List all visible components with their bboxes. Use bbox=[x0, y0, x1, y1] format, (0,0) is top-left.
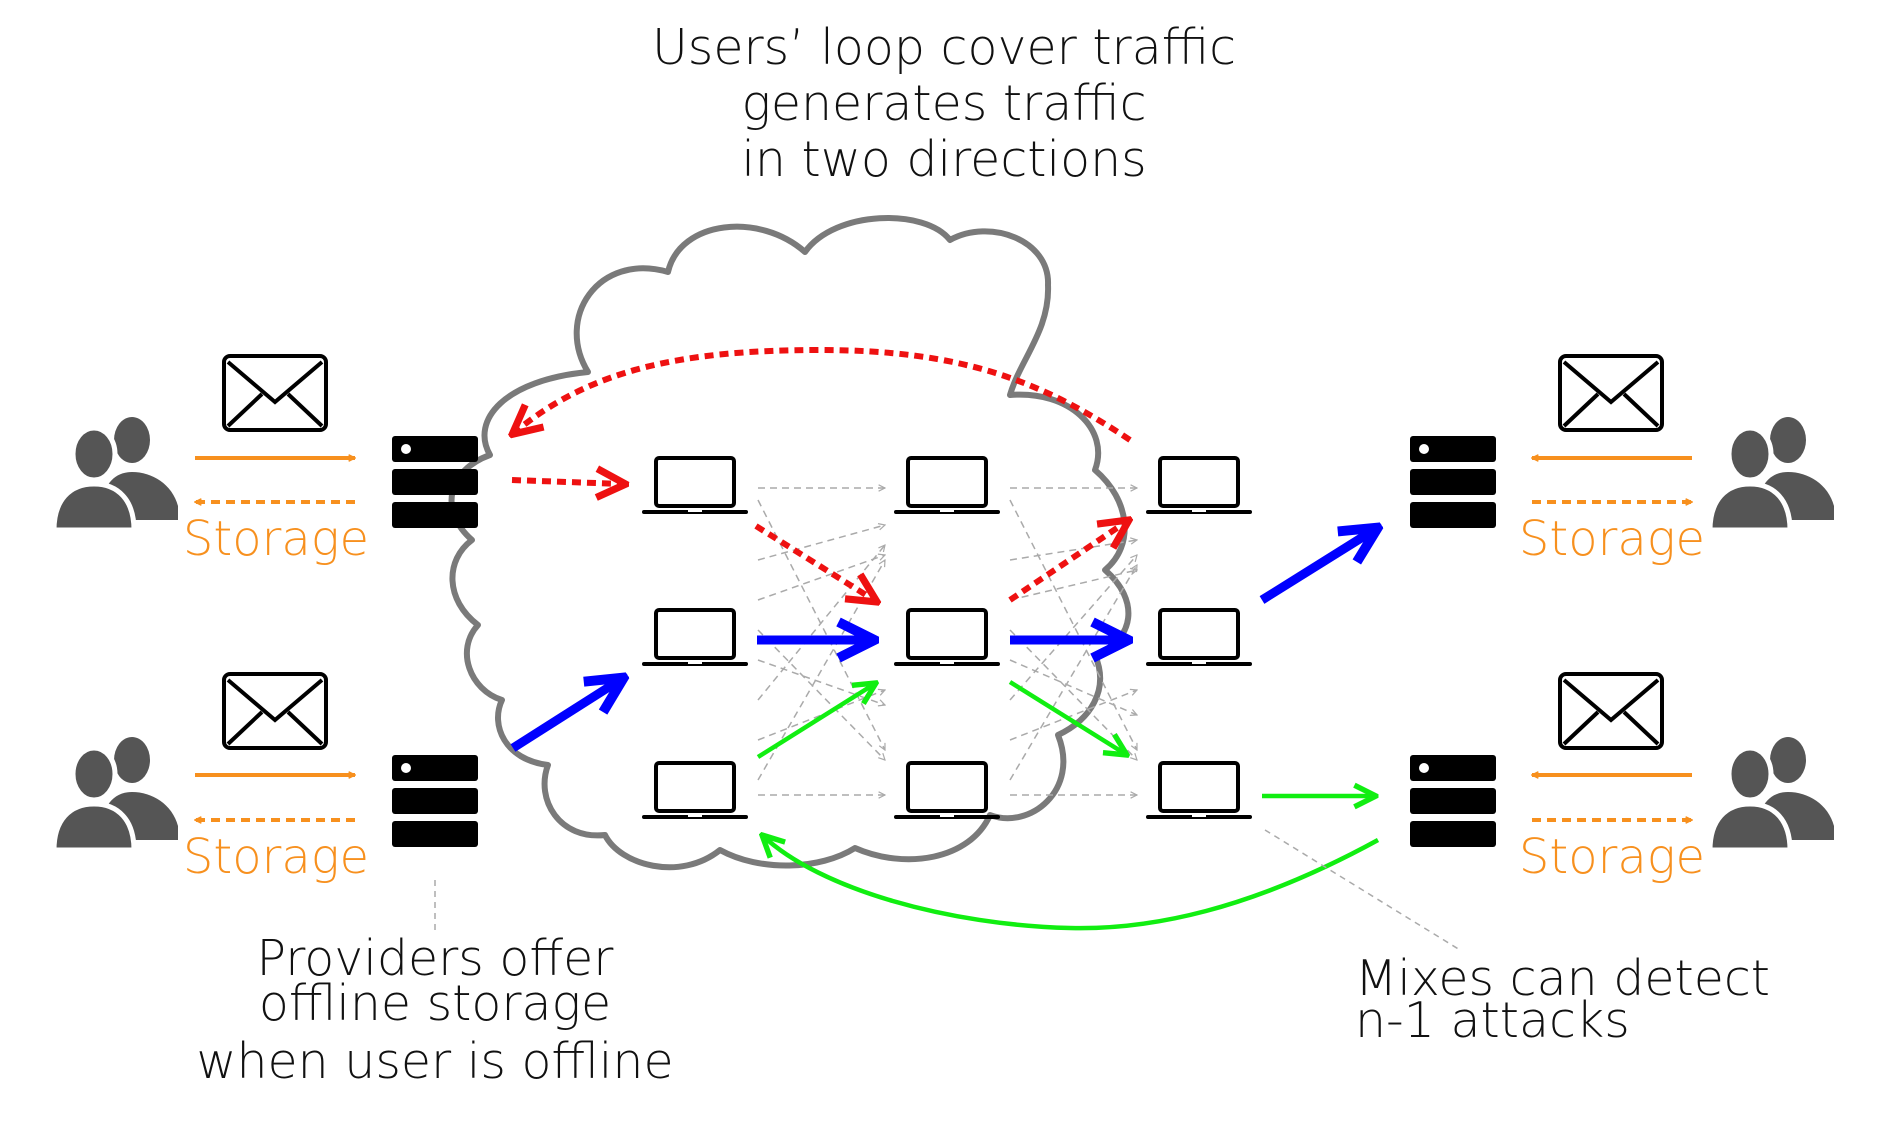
providers-note-line: Providers offer bbox=[257, 930, 615, 987]
blue-message-path bbox=[510, 530, 1374, 752]
server-icon bbox=[1410, 436, 1496, 528]
mixes-note-line: n-1 attacks bbox=[1355, 992, 1630, 1049]
title-line: generates traffic bbox=[741, 75, 1146, 132]
left-orange-arrows bbox=[195, 458, 355, 820]
storage-label: Storage bbox=[1519, 511, 1705, 567]
envelope-icon bbox=[222, 672, 328, 750]
users-icon bbox=[54, 417, 178, 530]
right-orange-arrows bbox=[1532, 458, 1692, 820]
mix-laptop-icon bbox=[640, 456, 750, 516]
annotation-leaders bbox=[434, 829, 1461, 951]
red-loop-traffic bbox=[512, 346, 1130, 600]
mix-laptop-icon bbox=[892, 608, 1002, 668]
mix-laptop-icon bbox=[1144, 608, 1254, 668]
mix-laptop-icon bbox=[640, 761, 750, 821]
mixes-note: Mixes can detect n-1 attacks bbox=[1355, 950, 1770, 1049]
server-icon bbox=[392, 436, 478, 528]
mix-laptop-icon bbox=[1144, 761, 1254, 821]
users-icon bbox=[1710, 417, 1834, 530]
server-icon bbox=[392, 755, 478, 847]
envelope-icon bbox=[222, 354, 328, 432]
server-icon bbox=[1410, 755, 1496, 847]
storage-label: Storage bbox=[183, 829, 369, 885]
storage-label: Storage bbox=[183, 511, 369, 567]
title-annotation: Users’ loop cover traffic generates traf… bbox=[652, 19, 1236, 188]
mixes-note-line: Mixes can detect bbox=[1355, 950, 1770, 1007]
users-icon bbox=[54, 737, 178, 850]
mix-laptop-icon bbox=[1144, 456, 1254, 516]
providers-note-line: offline storage bbox=[259, 975, 611, 1032]
title-line: in two directions bbox=[741, 131, 1146, 188]
envelope-icon bbox=[1558, 354, 1664, 432]
providers-note-line: when user is offline bbox=[196, 1033, 673, 1090]
title-line: Users’ loop cover traffic bbox=[652, 19, 1236, 76]
envelope-icon bbox=[1558, 672, 1664, 750]
green-loop-traffic bbox=[756, 682, 1380, 931]
mix-laptop-icon bbox=[892, 456, 1002, 516]
mix-laptop-icon bbox=[640, 608, 750, 668]
storage-label: Storage bbox=[1519, 829, 1705, 885]
providers-note: Providers offer offline storage when use… bbox=[196, 930, 673, 1090]
mix-laptop-icon bbox=[892, 761, 1002, 821]
users-icon bbox=[1710, 737, 1834, 850]
cloud-shape bbox=[448, 215, 1132, 871]
